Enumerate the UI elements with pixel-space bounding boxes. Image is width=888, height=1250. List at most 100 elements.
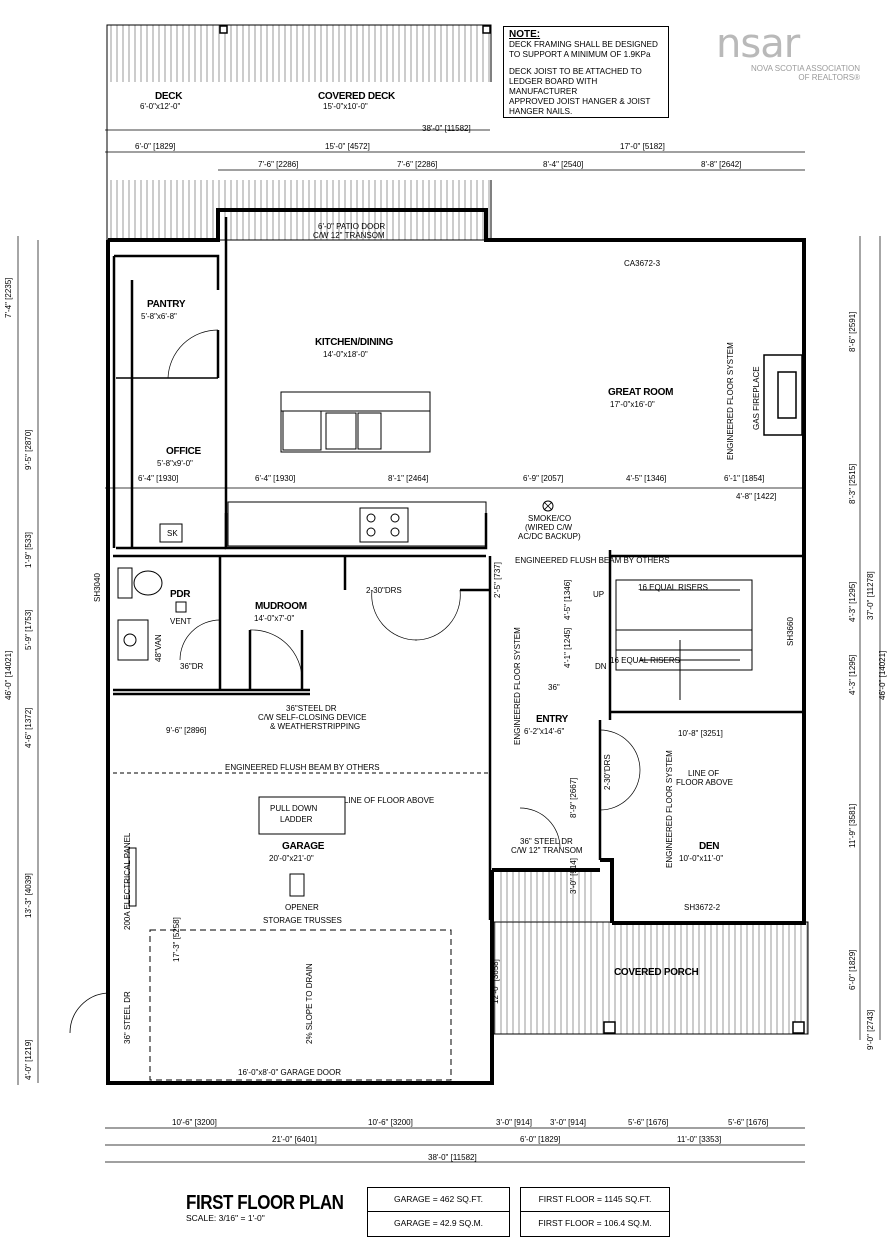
covered-deck-size: 15'-0"x10'-0"	[323, 102, 368, 111]
garage-door-label: 16'-0"x8'-0" GARAGE DOOR	[238, 1068, 341, 1077]
dim-mid-61: 6'-1" [1854]	[724, 474, 765, 483]
dim-bot-30a: 3'-0" [914]	[496, 1118, 532, 1127]
kitchen-name: KITCHEN/DINING	[315, 337, 394, 348]
exterior-walls	[106, 208, 806, 1085]
note-line-4: LEDGER BOARD WITH MANUFACTURER	[509, 77, 598, 96]
dim-left-59: 5'-9" [1753]	[24, 609, 33, 650]
office-size: 5'-8"x9'-0"	[157, 459, 193, 468]
entry-size: 6'-2"x14'-6"	[524, 727, 565, 736]
dim-left-95: 9'-5" [2870]	[24, 429, 33, 470]
note-line-1: DECK FRAMING SHALL BE DESIGNED	[509, 40, 658, 49]
first-floor-sqft: FIRST FLOOR = 1145 SQ.FT.	[521, 1188, 669, 1212]
beam-lower-label: ENGINEERED FLUSH BEAM BY OTHERS	[225, 763, 380, 772]
dim-left-40: 4'-0" [1219]	[24, 1039, 33, 1080]
plan-title: FIRST FLOOR PLAN	[186, 1192, 344, 1214]
storage-trusses-label: STORAGE TRUSSES	[263, 916, 342, 925]
risers-dn-label: 16 EQUAL RISERS	[610, 656, 680, 665]
garage-area-table: GARAGE = 462 SQ.FT. GARAGE = 42.9 SQ.M.	[367, 1187, 510, 1237]
den-name: DEN	[699, 841, 720, 852]
dim-left-460: 46'-0" [14021]	[4, 650, 13, 700]
dim-mid-64b: 6'-4" [1930]	[255, 474, 296, 483]
line-of-floor-garage: LINE OF FLOOR ABOVE	[344, 796, 435, 805]
dim-mid-45: 4'-5" [1346]	[626, 474, 667, 483]
dim-96: 9'-6" [2896]	[166, 726, 207, 735]
logo-line-2: OF REALTORS®	[798, 73, 860, 82]
note-line-5: APPROVED JOIST HANGER & JOIST	[509, 97, 651, 106]
stair-36-label: 36"	[548, 683, 560, 692]
dim-right-37: 37'-0" [11278]	[866, 571, 875, 620]
beam-upper-label: ENGINEERED FLUSH BEAM BY OTHERS	[515, 556, 670, 565]
dim-bot-6: 6'-0" [1829]	[520, 1135, 561, 1144]
great-room-name: GREAT ROOM	[608, 387, 674, 398]
dim-bot-38: 38'-0" [11582]	[428, 1153, 477, 1162]
smoke-label-1: SMOKE/CO	[528, 514, 572, 523]
deck-name: DECK	[155, 91, 183, 102]
deck-area	[106, 24, 495, 241]
dim-mid-69: 6'-9" [2057]	[523, 474, 564, 483]
patio-door-label-2: C/W 12" TRANSOM	[313, 231, 385, 240]
gas-fireplace-label: GAS FIREPLACE	[752, 366, 761, 430]
kitchen-fixtures	[159, 391, 487, 547]
line-of-floor-den-1: LINE OF	[688, 769, 720, 778]
bathroom-fixtures	[117, 567, 187, 661]
window-ca3672: CA3672-3	[624, 259, 661, 268]
dim-45s: 4'-5" [1346]	[563, 579, 572, 620]
dim-top-88: 8'-8" [2642]	[701, 160, 742, 169]
dim-left-19: 1'-9" [533]	[24, 532, 33, 568]
electrical-panel-label: 200A ELECTRICAL PANEL	[123, 832, 132, 930]
dim-mid-64a: 6'-4" [1930]	[138, 474, 179, 483]
garage-size: 20'-0"x21'-0"	[269, 854, 314, 863]
dim-mid-81: 8'-1" [2464]	[388, 474, 429, 483]
dimension-lines	[17, 129, 881, 1163]
note-line-3: DECK JOIST TO BE ATTACHED TO	[509, 67, 642, 76]
dim-top-6: 6'-0" [1829]	[135, 142, 176, 151]
line-of-floor-den-2: FLOOR ABOVE	[676, 778, 733, 787]
first-floor-area-table: FIRST FLOOR = 1145 SQ.FT. FIRST FLOOR = …	[520, 1187, 670, 1237]
dim-25: 2'-5" [737]	[493, 562, 502, 598]
note-line-6: HANGER NAILS.	[509, 107, 573, 116]
dim-173: 17'-3" [5258]	[172, 917, 181, 962]
smoke-label-2: (WIRED C/W	[525, 523, 573, 532]
smoke-label-3: AC/DC BACKUP)	[518, 532, 581, 541]
dim-bot-21: 21'-0" [6401]	[272, 1135, 317, 1144]
dim-top-76a: 7'-6" [2286]	[258, 160, 299, 169]
dim-bot-106b: 10'-6" [3200]	[368, 1118, 413, 1127]
plan-scale: SCALE: 3/16" = 1'-0"	[186, 1213, 265, 1223]
steel-door-label-2: C/W SELF-CLOSING DEVICE	[258, 713, 367, 722]
dim-left-133: 13'-3" [4039]	[24, 873, 33, 918]
kitchen-size: 14'-0"x18'-0"	[323, 350, 368, 359]
dim-89: 8'-9" [2667]	[569, 777, 578, 818]
mudroom-name: MUDROOM	[255, 601, 307, 612]
dim-right-46: 46'-0" [14021]	[878, 650, 887, 700]
dim-right-90: 9'-0" [2743]	[866, 1009, 875, 1050]
first-floor-sqm: FIRST FLOOR = 106.4 SQ.M.	[538, 1218, 652, 1228]
note-title: NOTE:	[509, 29, 541, 40]
pdr-door-label: 36"DR	[180, 662, 204, 671]
dim-bot-56a: 5'-6" [1676]	[628, 1118, 669, 1127]
deck-size: 6'-0"x12'-0"	[140, 102, 181, 111]
vent-label: VENT	[170, 617, 192, 626]
den-doors-label: 2-30"DRS	[603, 754, 612, 790]
dim-top-17: 17'-0" [5182]	[620, 142, 665, 151]
dim-right-43b: 4'-3" [1295]	[848, 654, 857, 695]
nsar-logo: nsar NOVA SCOTIA ASSOCIATION OF REALTORS…	[716, 24, 866, 104]
opener-label: OPENER	[285, 903, 319, 912]
door-swings	[167, 329, 641, 849]
logo-word: nsar	[716, 21, 800, 67]
garage-name: GARAGE	[282, 841, 325, 852]
dim-120: 12'-0" [3658]	[491, 959, 500, 1004]
garage-sqm: GARAGE = 42.9 SQ.M.	[393, 1218, 484, 1228]
steel-door-label-1: 36"STEEL DR	[286, 704, 337, 713]
interior-walls	[112, 217, 804, 920]
dim-left-74: 7'-4" [2235]	[4, 277, 13, 318]
eng-floor-entry-label: ENGINEERED FLOOR SYSTEM	[513, 627, 522, 745]
dim-bot-106a: 10'-6" [3200]	[172, 1118, 217, 1127]
vanity-label: 48"VAN	[154, 634, 163, 662]
office-name: OFFICE	[166, 446, 201, 457]
patio-door-label-1: 6'-0" PATIO DOOR	[318, 222, 386, 231]
smoke-detector-icon	[542, 500, 554, 512]
eng-floor-great-label: ENGINEERED FLOOR SYSTEM	[726, 342, 735, 460]
covered-deck-name: COVERED DECK	[318, 91, 395, 102]
entry-name: ENTRY	[536, 714, 569, 725]
